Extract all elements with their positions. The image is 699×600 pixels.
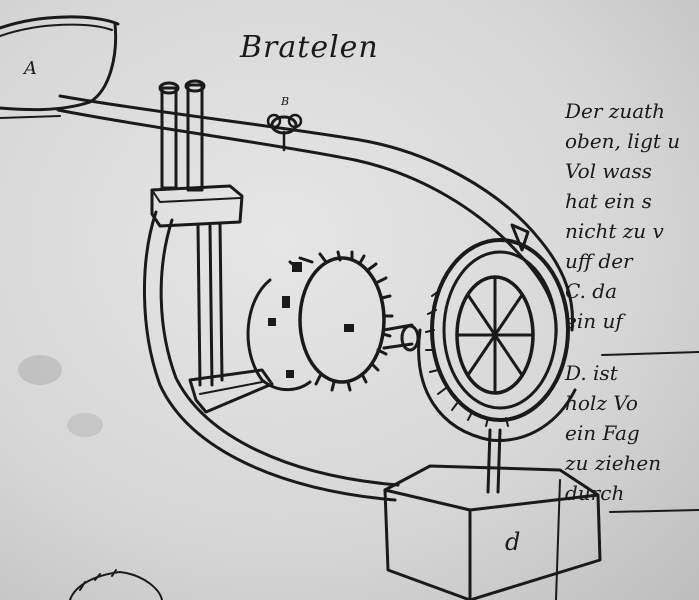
note-line: uff der bbox=[565, 249, 633, 273]
margin-notes: Der zuath oben, ligt u Vol wass hat ein … bbox=[565, 96, 699, 508]
stain-mid bbox=[67, 413, 103, 437]
note-line: oben, ligt u bbox=[565, 129, 681, 153]
note-line: Der zuath bbox=[565, 99, 666, 123]
axle bbox=[382, 323, 420, 352]
piston-assembly bbox=[150, 79, 274, 414]
note-line: Vol wass bbox=[565, 159, 652, 183]
gear-drum bbox=[246, 250, 394, 392]
water-wheel bbox=[417, 238, 577, 442]
outlet-box-d bbox=[383, 428, 602, 600]
note-line: durch bbox=[565, 481, 625, 505]
label-valve-b: B bbox=[281, 95, 290, 108]
page-title: Bratelen bbox=[240, 30, 379, 65]
note-line: ein uf bbox=[565, 309, 623, 333]
note-rules bbox=[555, 351, 699, 600]
note-line: C. da bbox=[565, 279, 618, 303]
label-basin-a: A bbox=[24, 58, 37, 79]
note-line: zu ziehen bbox=[565, 451, 662, 475]
return-pipe bbox=[143, 210, 400, 502]
note-line: nicht zu v bbox=[565, 219, 664, 243]
note-line: holz Vo bbox=[565, 391, 638, 415]
ornament-bottom-left bbox=[69, 569, 163, 600]
label-box-d: d bbox=[505, 528, 521, 556]
note-line: D. ist bbox=[565, 361, 618, 385]
valve-b bbox=[266, 113, 303, 152]
note-line: ein Fag bbox=[565, 421, 640, 445]
note-line: hat ein s bbox=[565, 189, 652, 213]
stain-left bbox=[18, 355, 62, 385]
